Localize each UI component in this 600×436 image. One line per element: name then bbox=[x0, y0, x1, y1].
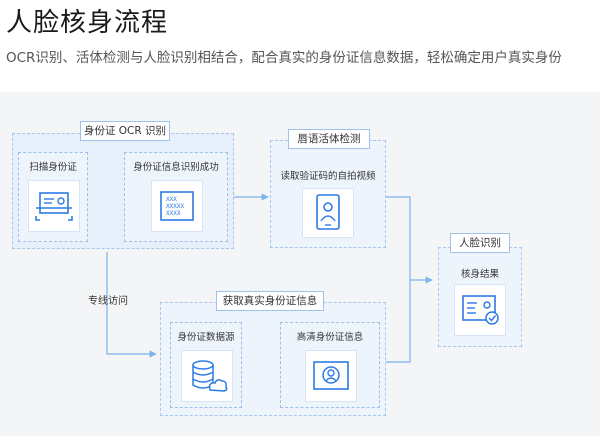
liveness-group-label: 唇语活体检测 bbox=[288, 129, 370, 149]
face-group-label: 人脸识别 bbox=[450, 233, 510, 253]
svg-text:XXXXX: XXXXX bbox=[166, 203, 184, 210]
selfie-video-icon bbox=[316, 194, 340, 230]
ocr-group-label: 身份证 OCR 识别 bbox=[80, 121, 170, 141]
verification-result-label: 核身结果 bbox=[460, 269, 499, 280]
id-datasource-label: 身份证数据源 bbox=[177, 332, 235, 343]
scan-id-icon-box bbox=[28, 180, 80, 232]
hd-id-icon-box bbox=[305, 350, 357, 402]
verification-result-icon-box bbox=[454, 284, 506, 336]
merge-bracket bbox=[386, 196, 411, 363]
scan-id-label: 扫描身份证 bbox=[29, 162, 77, 173]
hd-id-card: 高清身份证信息 bbox=[280, 322, 380, 408]
selfie-video-label: 读取验证码的自拍视频 bbox=[280, 171, 376, 182]
page-title: 人脸核身流程 bbox=[6, 8, 169, 38]
id-datasource-icon-box bbox=[181, 350, 233, 402]
id-recognized-label: 身份证信息识别成功 bbox=[133, 162, 219, 173]
id-scan-icon bbox=[35, 192, 73, 221]
selfie-video-icon-box bbox=[302, 188, 354, 238]
svg-text:XXX: XXX bbox=[166, 196, 177, 203]
svg-text:XXXX: XXXX bbox=[166, 210, 181, 217]
id-recognized-icon: XXX XXXXX XXXX bbox=[160, 191, 194, 221]
id-datasource-card: 身份证数据源 bbox=[170, 322, 242, 408]
arrow-ocr-to-realinfo bbox=[106, 252, 157, 358]
page-subtitle: OCR识别、活体检测与人脸识别相结合，配合真实的身份证信息数据，轻松确定用户真实… bbox=[6, 50, 562, 66]
id-recognized-icon-box: XXX XXXXX XXXX bbox=[151, 180, 203, 232]
scan-id-card: 扫描身份证 bbox=[18, 152, 88, 242]
id-datasource-icon bbox=[192, 360, 228, 392]
dedicated-line-label: 专线访问 bbox=[88, 296, 128, 307]
id-recognized-card: 身份证信息识别成功 XXX XXXXX XXXX bbox=[124, 152, 228, 242]
verification-result-icon bbox=[462, 295, 499, 325]
hd-id-photo-icon bbox=[313, 361, 349, 390]
hd-id-label: 高清身份证信息 bbox=[296, 332, 364, 343]
realinfo-group-label: 获取真实身份证信息 bbox=[216, 291, 324, 311]
